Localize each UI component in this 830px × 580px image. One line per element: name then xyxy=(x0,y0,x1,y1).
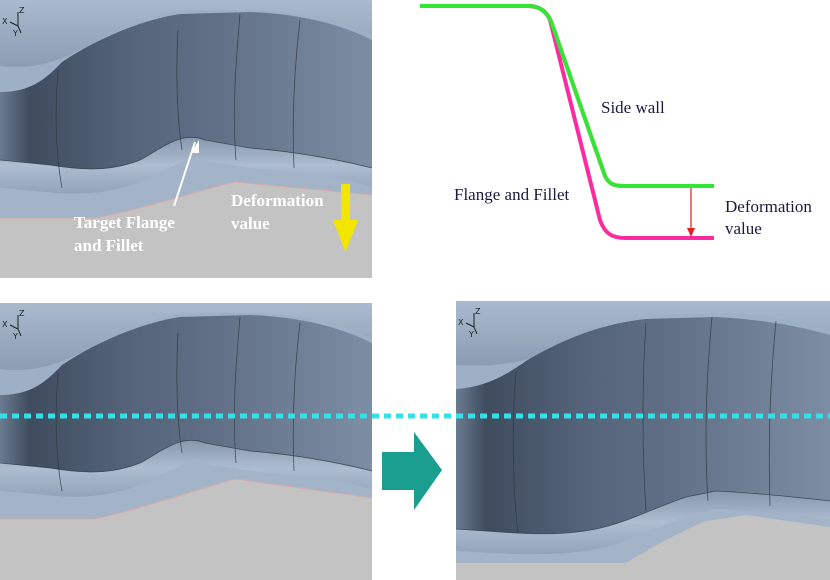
transition-arrow xyxy=(382,432,442,510)
side-wall-curve xyxy=(420,4,714,188)
cad-panel-after: Z X Y xyxy=(456,301,830,580)
axis-label-z: Z xyxy=(475,307,481,316)
axis-label-z: Z xyxy=(19,309,25,318)
axis-label-y: Y xyxy=(469,330,474,339)
axis-label-x: X xyxy=(2,320,8,329)
axis-triad xyxy=(4,8,30,36)
axis-label-y: Y xyxy=(13,29,18,38)
section-line xyxy=(0,413,830,419)
axis-triad xyxy=(460,309,486,337)
cad-panel-before: Z X Y xyxy=(0,303,372,580)
cross-section-diagram: Side wall Flange and Fillet Deformation … xyxy=(380,0,830,290)
flange-and-fillet-label: Flange and Fillet xyxy=(454,185,570,204)
axis-label-x: X xyxy=(2,17,8,26)
axis-triad xyxy=(4,311,30,339)
target-flange-fillet-label: Target Flange and Fillet xyxy=(74,213,175,255)
cad-panel-target: Z X Y Target Flange and Fillet Deformati… xyxy=(0,0,372,278)
axis-label-z: Z xyxy=(19,6,25,15)
deformation-value-label-bold: Deformation value xyxy=(231,191,324,233)
axis-label-x: X xyxy=(458,318,464,327)
deformation-value-label: Deformation value xyxy=(725,197,812,238)
side-wall-label: Side wall xyxy=(601,98,665,117)
axis-label-y: Y xyxy=(13,332,18,341)
